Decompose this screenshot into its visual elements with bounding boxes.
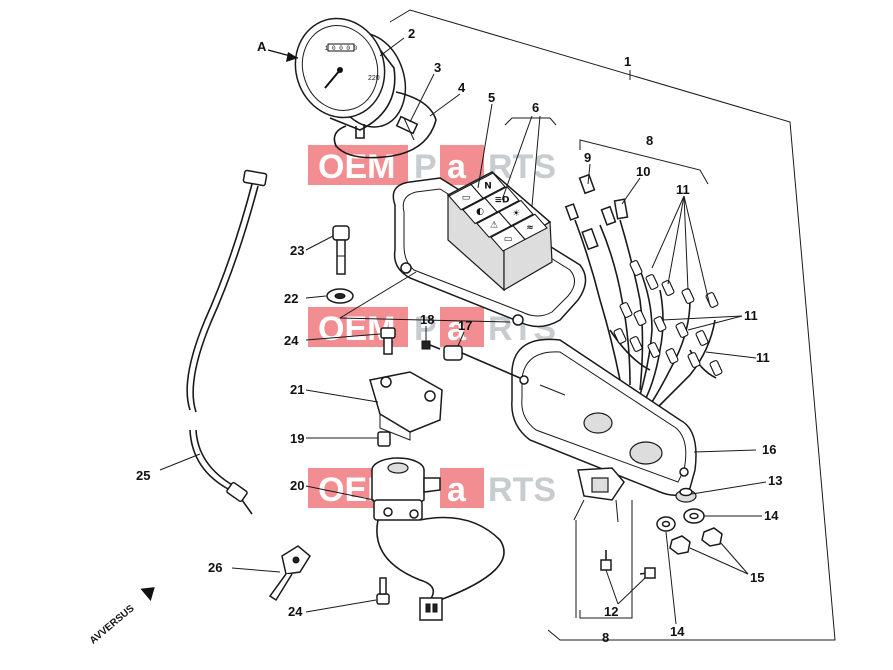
callout-11-c: 11 bbox=[756, 350, 770, 365]
bulb-holder-3 bbox=[395, 115, 419, 141]
speedometer-scale-max: 220 bbox=[368, 75, 380, 82]
warning-lamp-cell bbox=[462, 197, 498, 225]
callout-25: 25 bbox=[136, 468, 150, 483]
bulb-socket bbox=[687, 352, 701, 368]
view-direction-arrow: A bbox=[257, 39, 299, 62]
callout-1: 1 bbox=[624, 54, 631, 69]
bulb-socket bbox=[665, 348, 679, 364]
bulb-socket bbox=[675, 322, 689, 338]
bulb-socket bbox=[645, 274, 659, 290]
callout-18: 18 bbox=[420, 312, 434, 327]
callout-24-b: 24 bbox=[288, 604, 303, 619]
callout-13: 13 bbox=[768, 473, 782, 488]
callout-10: 10 bbox=[636, 164, 650, 179]
warning-lamp-cell bbox=[490, 225, 526, 252]
bulb-socket bbox=[619, 302, 633, 318]
view-direction-label: A bbox=[257, 39, 267, 54]
bulb-socket bbox=[633, 310, 647, 326]
callout-23: 23 bbox=[290, 243, 304, 258]
callout-20: 20 bbox=[290, 478, 304, 493]
instrument-housing bbox=[511, 338, 697, 496]
screw-12 bbox=[600, 550, 656, 579]
watermark-highlight: a bbox=[447, 310, 467, 348]
warning-lamp-cell bbox=[476, 211, 512, 238]
bulb-socket bbox=[705, 292, 719, 308]
callout-8-bottom: 8 bbox=[602, 630, 609, 645]
odometer-display: 1 0 0 0 0 bbox=[325, 45, 358, 52]
callout-16: 16 bbox=[762, 442, 776, 457]
ignition-switch-20 bbox=[371, 457, 505, 621]
bulb-socket bbox=[613, 328, 627, 344]
speedometer-cable-25 bbox=[186, 169, 268, 515]
warning-lamp-symbol: N bbox=[484, 182, 492, 192]
bulb-socket bbox=[629, 260, 643, 276]
warning-lamp-block: N≡D☀ ≈ ▭ ◐ ⚠ ▭ bbox=[446, 171, 553, 292]
callout-24-a: 24 bbox=[284, 333, 299, 348]
callout-14-b: 14 bbox=[670, 624, 685, 639]
callout-22: 22 bbox=[284, 291, 298, 306]
spacer-19 bbox=[377, 431, 391, 447]
warning-lamp-symbol: ▭ bbox=[462, 193, 471, 203]
screw-23 bbox=[332, 225, 350, 275]
callout-labels: 1 2 3 4 5 6 8 9 10 11 11 11 16 13 14 15 … bbox=[136, 26, 782, 645]
callout-5: 5 bbox=[488, 90, 495, 105]
bulb-socket bbox=[681, 288, 695, 304]
watermark-suffix: RTS bbox=[488, 471, 556, 509]
callout-6: 6 bbox=[532, 100, 539, 115]
bulb-socket bbox=[661, 280, 675, 296]
leader-lines bbox=[159, 37, 767, 625]
spacer-17 bbox=[443, 345, 521, 379]
bulb-socket bbox=[647, 342, 661, 358]
bulb-socket bbox=[629, 336, 643, 352]
warning-lamp-cell bbox=[448, 183, 484, 211]
warning-lamp-symbol: ▭ bbox=[504, 234, 513, 244]
watermark-highlight: a bbox=[447, 471, 467, 509]
callout-21: 21 bbox=[290, 382, 304, 397]
ignition-key-26 bbox=[268, 545, 311, 602]
callout-15: 15 bbox=[750, 570, 764, 585]
bulb-sockets-11 bbox=[613, 260, 723, 376]
warning-lamp-symbol: ≈ bbox=[526, 223, 534, 233]
warning-lamp-symbol: ⚠ bbox=[490, 221, 498, 231]
watermark-highlight: a bbox=[447, 148, 467, 186]
warning-lamp-symbol: ◐ bbox=[476, 207, 484, 217]
gasket-ring-4 bbox=[333, 91, 437, 159]
assembly-bracket-1 bbox=[389, 9, 836, 641]
washer-22 bbox=[326, 288, 354, 304]
screw-24-top bbox=[380, 327, 396, 355]
bulb-socket bbox=[709, 360, 723, 376]
callout-17: 17 bbox=[458, 318, 472, 333]
watermark-prefix: OEM bbox=[318, 148, 395, 186]
callout-2: 2 bbox=[408, 26, 415, 41]
orientation-badge-text: AVVERSUS bbox=[88, 603, 137, 647]
callout-11-a: 11 bbox=[676, 182, 690, 197]
bulb-socket bbox=[653, 316, 667, 332]
nut-15 bbox=[669, 527, 723, 555]
connector-9 bbox=[564, 173, 617, 226]
speedometer: 1 0 0 0 0 220 bbox=[294, 17, 407, 139]
ignition-bracket-21 bbox=[369, 371, 443, 441]
callout-4: 4 bbox=[458, 80, 466, 95]
warning-lamp-symbol: ☀ bbox=[512, 209, 520, 219]
bulb-socket bbox=[695, 330, 709, 346]
connector-10 bbox=[581, 198, 629, 251]
callout-19: 19 bbox=[290, 431, 304, 446]
callout-11-b: 11 bbox=[744, 308, 758, 323]
washer-14 bbox=[656, 508, 705, 532]
callout-14-a: 14 bbox=[764, 508, 779, 523]
watermark-middle: P bbox=[414, 148, 437, 186]
screw-24-bottom bbox=[376, 577, 390, 605]
callout-3: 3 bbox=[434, 60, 441, 75]
grommet-13 bbox=[675, 487, 697, 503]
harness-clamp bbox=[573, 467, 625, 523]
orientation-badge: AVVERSUS bbox=[88, 587, 155, 647]
callout-12: 12 bbox=[604, 604, 618, 619]
callout-9: 9 bbox=[584, 150, 591, 165]
callout-26: 26 bbox=[208, 560, 222, 575]
watermark-top: OEM P a RTS bbox=[308, 145, 556, 186]
callout-8-top: 8 bbox=[646, 133, 653, 148]
warning-lamp-symbol: ≡D bbox=[494, 195, 509, 205]
